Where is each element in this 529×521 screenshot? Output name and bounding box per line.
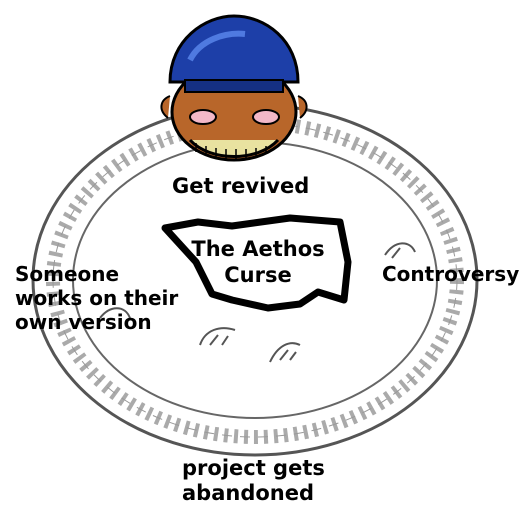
center-box-icon <box>161 214 352 312</box>
label-bottom: project gets abandoned <box>182 456 325 506</box>
label-right: Controversy <box>382 262 520 286</box>
dragon-head-icon <box>160 14 308 162</box>
label-top: Get revived <box>172 174 310 198</box>
label-left: Someone works on their own version <box>15 262 179 334</box>
center-label: The Aethos Curse <box>191 237 325 288</box>
serpent-claws-icon <box>99 242 416 363</box>
